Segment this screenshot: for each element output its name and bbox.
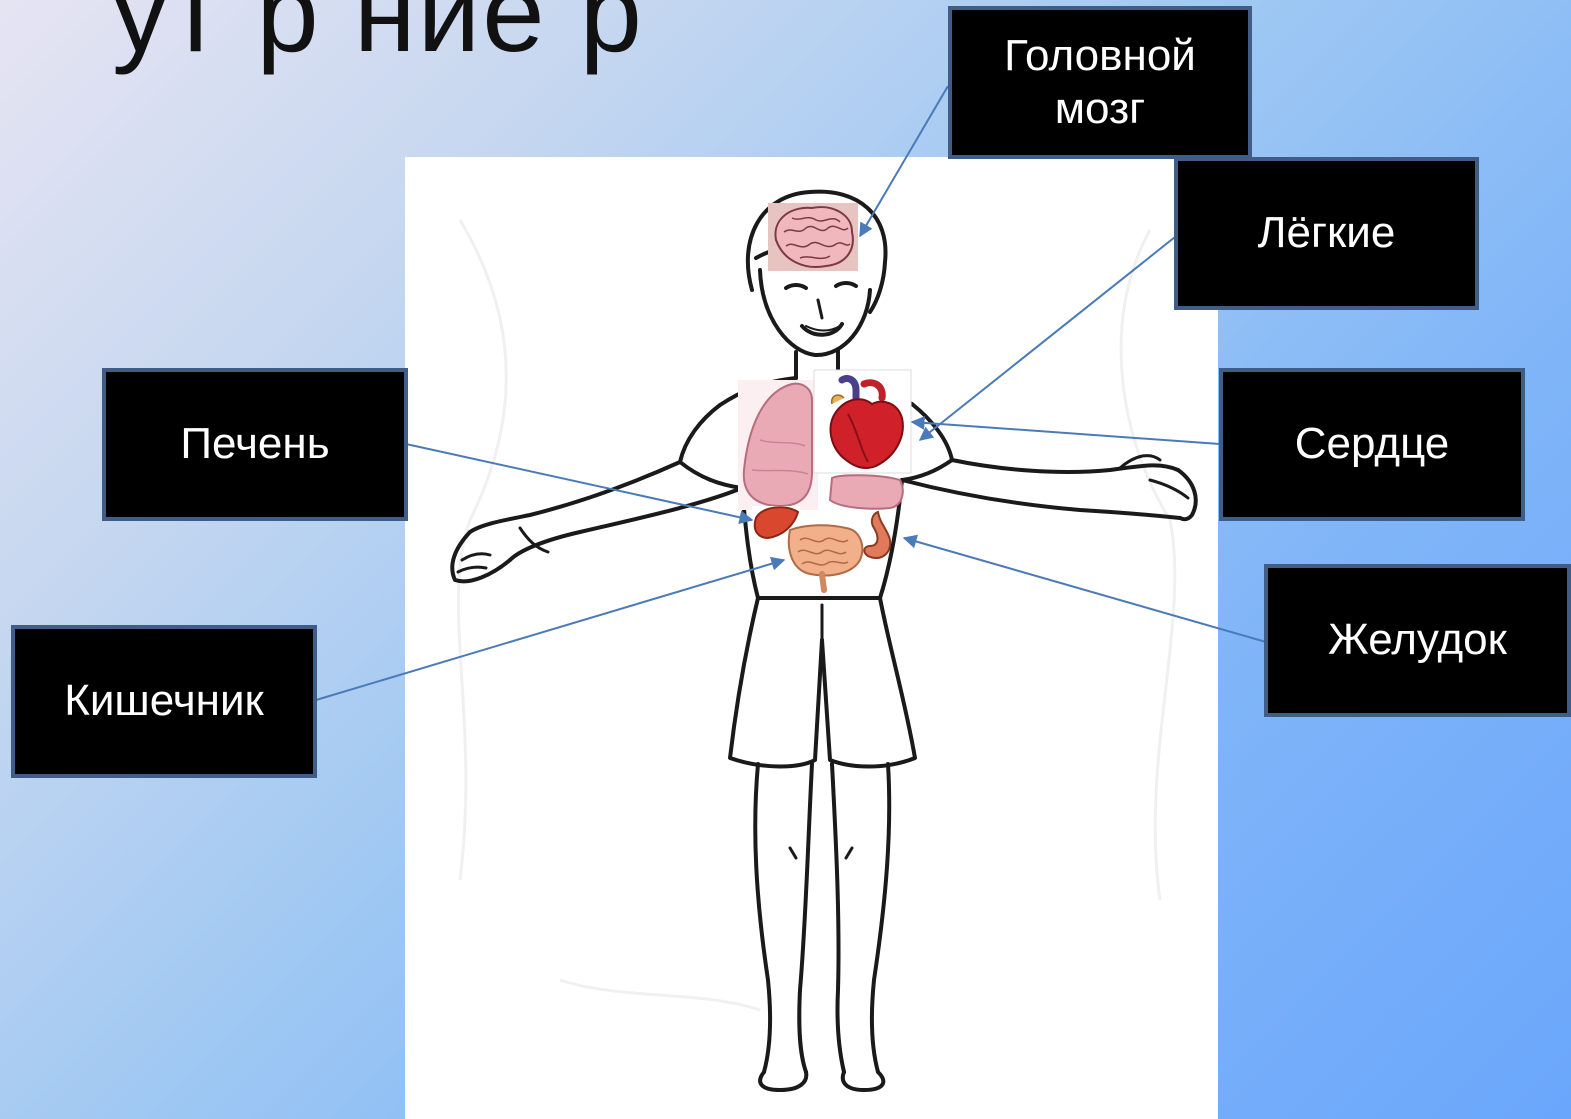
label-stomach: Желудок xyxy=(1264,564,1571,717)
heart-illustration xyxy=(814,370,911,473)
label-heart-text: Сердце xyxy=(1295,418,1450,471)
intestine-illustration xyxy=(789,525,863,590)
label-brain-text: Головной мозг xyxy=(1004,30,1196,136)
pointer-liver xyxy=(406,444,752,520)
pointer-stomach xyxy=(904,538,1266,642)
label-brain: Головной мозг xyxy=(948,6,1252,159)
label-lungs: Лёгкие xyxy=(1174,157,1479,310)
child-figure xyxy=(452,192,1195,1090)
label-stomach-text: Желудок xyxy=(1328,614,1507,667)
panel-faint-sketch xyxy=(458,220,1174,1010)
label-lungs-text: Лёгкие xyxy=(1258,207,1396,260)
label-heart: Сердце xyxy=(1219,368,1525,521)
pointer-intestine xyxy=(316,560,784,700)
label-liver-text: Печень xyxy=(180,418,329,471)
pointer-brain xyxy=(860,86,948,236)
label-liver: Печень xyxy=(102,368,408,521)
stomach-illustration xyxy=(864,512,890,558)
pointer-lungs xyxy=(920,237,1175,440)
brain-illustration xyxy=(768,203,858,271)
pointer-heart xyxy=(912,422,1220,444)
label-intestine-text: Кишечник xyxy=(64,675,264,728)
label-intestine: Кишечник xyxy=(11,625,317,778)
